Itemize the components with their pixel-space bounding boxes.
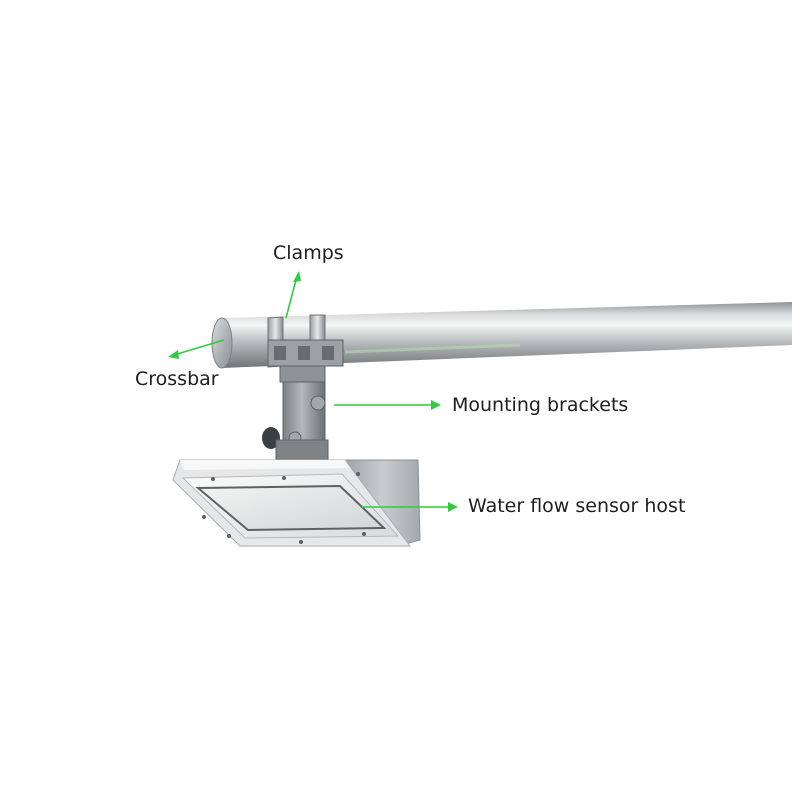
label-clamps: Clamps — [273, 242, 344, 264]
leader-line-crossbar — [173, 339, 225, 356]
arrowhead-sensor-host — [448, 502, 458, 512]
leader-line-clamps — [285, 275, 298, 319]
leader-lines — [168, 271, 458, 512]
label-mounting-brackets: Mounting brackets — [452, 394, 629, 416]
arrowhead-mounting-brackets — [431, 400, 441, 410]
sensor-host — [172, 459, 421, 547]
mounting-bracket — [262, 365, 329, 461]
arrowhead-clamps — [293, 271, 301, 282]
label-water-flow-sensor-host: Water flow sensor host — [468, 495, 686, 517]
crossbar-pipe — [211, 302, 792, 369]
label-crossbar: Crossbar — [135, 368, 219, 390]
arrowhead-crossbar — [168, 350, 179, 359]
pipe-clamps — [267, 314, 344, 368]
